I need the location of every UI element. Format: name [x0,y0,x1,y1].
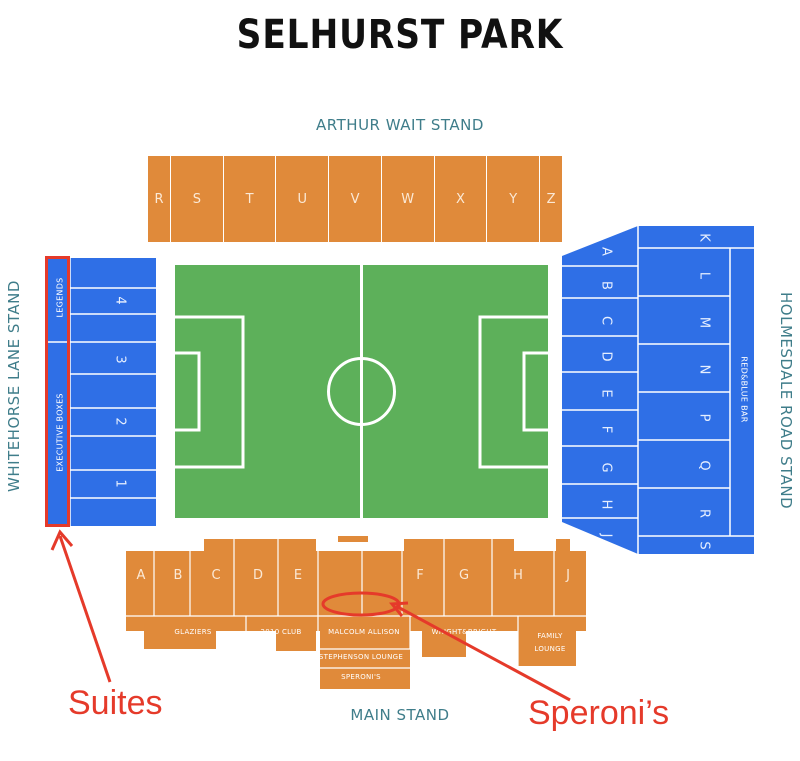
left-block-2[interactable]: 2 [112,417,128,426]
section-y[interactable]: Y [487,156,541,242]
section-y-label: Y [509,191,518,207]
right-section-d[interactable]: D [598,351,614,362]
section-z-label: Z [546,191,556,207]
family-lounge-line1[interactable]: FAMILY [537,632,563,640]
section-v-label: V [350,191,360,207]
pitch [171,265,552,518]
tunnel-marker [338,536,368,542]
suites-annotation: Suites [68,684,163,722]
main-stand-label: MAIN STAND [350,706,450,724]
main-stand-shape[interactable] [126,536,586,689]
right-section-g[interactable]: G [598,462,614,473]
section-x[interactable]: X [434,156,488,242]
right-section-r[interactable]: R [696,508,712,519]
section-r[interactable]: R [148,156,171,242]
main-section-c[interactable]: C [211,568,221,583]
section-s-label: S [192,191,201,207]
right-section-h[interactable]: H [598,499,614,510]
section-w[interactable]: W [381,156,435,242]
section-s[interactable]: S [171,156,224,242]
main-section-g[interactable]: G [458,568,470,583]
pitch-markings [171,265,552,518]
right-section-q[interactable]: Q [696,460,712,471]
left-block-1[interactable]: 1 [112,479,128,488]
arthur-wait-stand[interactable]: R S T U V W X Y Z [148,156,563,242]
section-x-label: X [456,191,465,207]
main-section-e[interactable]: E [293,568,303,583]
main-section-a[interactable]: A [136,568,146,583]
speronis-annotation: Speroni’s [528,694,670,732]
right-section-c[interactable]: C [598,315,614,326]
right-section-e[interactable]: E [598,389,614,398]
section-t[interactable]: T [223,156,277,242]
right-section-k[interactable]: K [696,233,712,242]
glaziers-lounge[interactable]: GLAZIERS [174,628,212,636]
section-r-label: R [154,191,164,207]
right-section-m[interactable]: M [696,316,712,329]
right-section-s[interactable]: S [696,541,712,550]
right-section-p[interactable]: P [696,413,712,422]
section-t-label: T [245,191,254,207]
red-blue-bar-label[interactable]: RED&BLUE BAR [739,356,749,423]
stadium-title: SELHURST PARK [236,12,564,58]
whitehorse-lane-stand[interactable] [46,258,156,526]
arthur-wait-stand-label: ARTHUR WAIT STAND [316,116,484,134]
left-block-4[interactable]: 4 [112,296,128,305]
main-section-j[interactable]: J [566,568,570,583]
right-section-l[interactable]: L [696,271,712,280]
section-z[interactable]: Z [540,156,563,242]
main-section-f[interactable]: F [416,568,424,583]
wright-bright-lounge[interactable]: WRIGHT&BRIGHT [431,628,497,636]
section-u[interactable]: U [276,156,330,242]
section-w-label: W [401,191,415,207]
stephenson-lounge[interactable]: STEPHENSON LOUNGE [318,653,404,661]
suites-highlight-box [45,256,70,527]
right-section-j[interactable]: J [598,533,614,538]
speronis-lounge[interactable]: SPERONI'S [341,673,381,681]
section-u-label: U [297,191,308,207]
malcolm-allison-lounge[interactable]: MALCOLM ALLISON [328,628,400,636]
left-block-3[interactable]: 3 [112,355,128,364]
holmesdale-road-stand[interactable] [562,226,754,556]
whitehorse-lane-stand-label: WHITEHORSE LANE STAND [5,280,23,492]
right-section-f[interactable]: F [598,425,614,434]
family-lounge-line2[interactable]: LOUNGE [534,645,566,653]
whitehorse-dividers [46,258,156,526]
section-v[interactable]: V [329,156,382,242]
main-section-d[interactable]: D [252,568,263,583]
right-section-a[interactable]: A [598,247,614,256]
main-section-h[interactable]: H [513,568,523,583]
club-2010-lounge[interactable]: 2010 CLUB [260,628,302,636]
right-section-n[interactable]: N [696,364,712,375]
main-section-b[interactable]: B [173,568,183,583]
right-section-b[interactable]: B [598,281,614,290]
holmesdale-road-stand-label: HOLMESDALE ROAD STAND [777,292,795,510]
